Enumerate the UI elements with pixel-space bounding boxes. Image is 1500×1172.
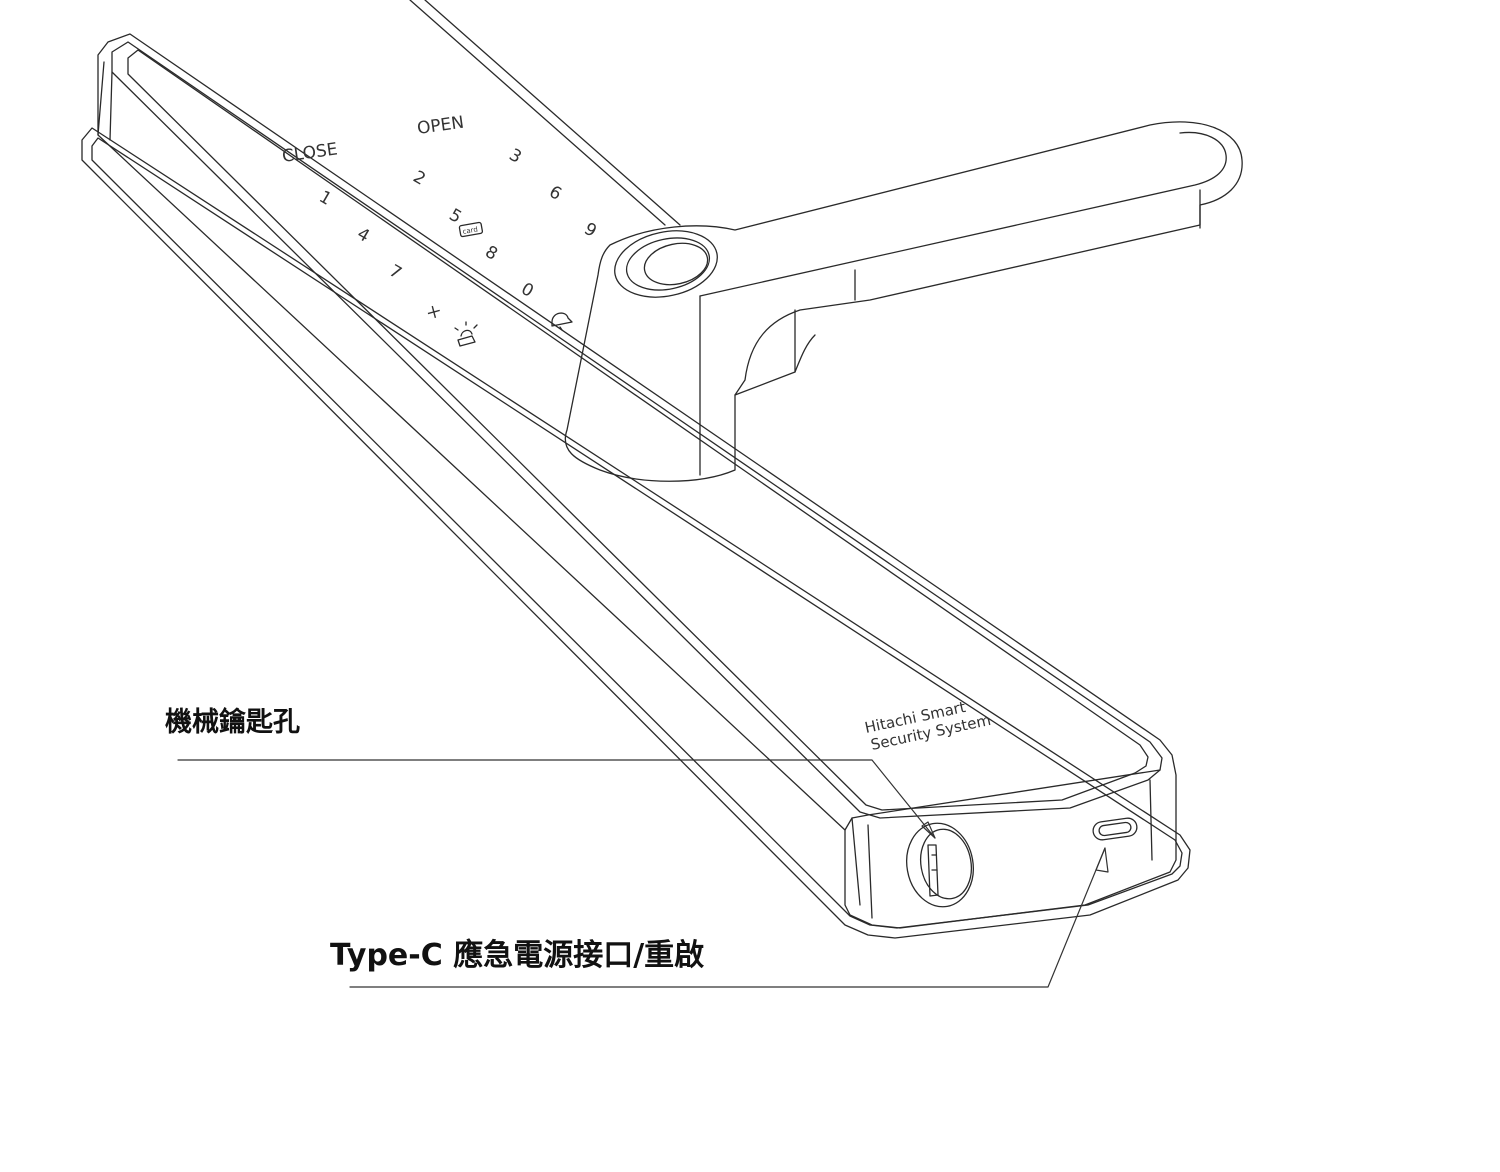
brand-text: Hitachi Smart Security System xyxy=(863,698,992,754)
typec-leader xyxy=(349,847,1106,988)
key-2: 2 xyxy=(410,167,429,190)
card-reader-icon xyxy=(458,221,484,238)
lock-body xyxy=(97,33,1177,929)
keyhole-callout-label: 機械鑰匙孔 xyxy=(165,707,300,738)
keyhole-leader xyxy=(177,759,936,839)
callout-leaders xyxy=(177,759,1109,988)
lever-handle xyxy=(564,121,1243,482)
open-label: OPEN xyxy=(416,113,465,139)
key-4: 4 xyxy=(354,224,373,247)
keyhole xyxy=(906,822,974,908)
typec-arrow xyxy=(1095,847,1109,873)
keyhole-arrow xyxy=(921,821,936,839)
alarm-icon xyxy=(454,321,478,347)
key-1: 1 xyxy=(316,187,335,210)
keypad-screen xyxy=(409,0,681,226)
back-plate xyxy=(81,127,1191,939)
card-label: card xyxy=(462,225,478,236)
key-6: 6 xyxy=(546,182,565,205)
bell-icon xyxy=(551,312,573,331)
fingerprint-sensor xyxy=(614,230,718,298)
key-0: 0 xyxy=(518,279,537,302)
key-3: 3 xyxy=(506,145,525,168)
key-5: 5 xyxy=(446,205,465,228)
keypad-labels: CLOSE OPEN 1 2 3 4 5 6 7 8 9 × 0 card xyxy=(281,113,600,325)
key-9: 9 xyxy=(581,219,600,242)
key-8: 8 xyxy=(482,242,501,265)
key-7: 7 xyxy=(386,261,405,284)
key-x: × xyxy=(423,300,445,324)
typec-callout-label: Type-C 應急電源接口/重啟 xyxy=(330,938,705,973)
typec-port xyxy=(1092,817,1138,841)
